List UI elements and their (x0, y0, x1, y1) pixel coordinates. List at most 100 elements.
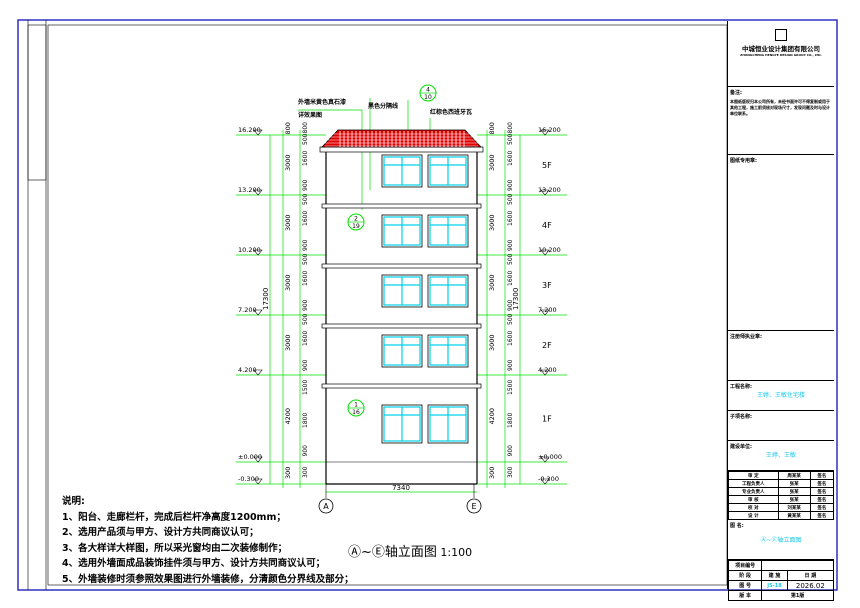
binding-strip-table (27, 24, 47, 181)
signature-cell: 签名 (809, 471, 835, 480)
inner-dimension-label: 900 (302, 179, 309, 191)
inner-dimension-label: 1600 (302, 331, 309, 346)
inner-dimension-label: 1600 (302, 151, 309, 166)
level-marker-icon (540, 456, 550, 463)
inner-dimension-label: 800 (302, 122, 309, 134)
subitem-section: 子项名称: (728, 411, 834, 441)
level-label-left: 4.200 (238, 366, 257, 374)
callout-sheet-no: 19 (352, 223, 360, 230)
cornice (319, 146, 484, 153)
inner-dimension-label: 1500 (302, 380, 309, 395)
outer-dimension-label: 800 (284, 122, 292, 134)
seal-section: 图纸专用章: (728, 155, 834, 331)
date-value: 2026.02 (786, 580, 835, 591)
inner-dimension-label: 500 (507, 193, 514, 205)
inner-dimension-label: 900 (302, 239, 309, 251)
level-marker-icon (253, 309, 263, 316)
company-logo-icon (775, 29, 787, 41)
signature-cell: 工程负责人 (728, 479, 779, 488)
inner-dimension-label: 500 (507, 133, 514, 145)
level-marker-icon (253, 369, 263, 376)
signature-cell: 黄某某 (777, 511, 811, 520)
inner-dimension-label: 1800 (507, 413, 514, 428)
signature-cell: 签名 (809, 511, 835, 520)
drawing-scale: 1:100 (440, 546, 473, 559)
inner-dimension-label: 900 (507, 445, 514, 457)
outer-dimension-label: 3000 (488, 154, 496, 171)
note-item: 2、选用产品须与甲方、设计方共同商议认可； (62, 527, 259, 538)
inner-dimension-label: 1600 (302, 211, 309, 226)
signature-row: 设 计黄某某签名 (728, 511, 835, 520)
signature-cell: 刘某某 (777, 503, 811, 512)
annotation-see-rendering: 详效果图 (298, 111, 322, 119)
level-marker-icon (540, 478, 550, 485)
inner-dimension-label: 900 (507, 239, 514, 251)
leader-line (298, 109, 363, 210)
notes-heading: 说明: (62, 496, 85, 507)
total-width-label: 7340 (392, 484, 410, 492)
inner-dimension-label: 500 (507, 313, 514, 325)
inner-dimension-label: 1600 (507, 331, 514, 346)
level-label-right: -0.300 (538, 475, 559, 483)
notes-block: 说明: 1、阳台、走廊栏杆，完成后栏杆净高度1200mm； 2、选用产品须与甲方… (62, 494, 354, 587)
dwgno-label: 图 号 (727, 580, 763, 591)
outer-dimension-label: 3000 (284, 214, 292, 231)
roof-tiles (321, 129, 482, 148)
level-marker-icon (253, 478, 263, 485)
level-label-right: 10.200 (538, 246, 561, 254)
signature-cell: 张某 (777, 495, 811, 504)
drawing-title-text: Ⓐ~Ⓔ轴立面图 (348, 545, 437, 560)
client-value: 王婷、王敏 (765, 452, 796, 459)
level-label-right: 16.200 (538, 126, 561, 134)
level-marker-icon (540, 189, 550, 196)
floor-band (321, 323, 482, 329)
drawing-title: Ⓐ~Ⓔ轴立面图 1:100 (348, 541, 472, 560)
inner-dimension-label: 1600 (507, 211, 514, 226)
note-item: 4、选用外墙面成品装饰挂件须与甲方、设计方共同商议认可； (62, 558, 326, 569)
outer-dimension-label: 3000 (488, 334, 496, 351)
project-section: 工程名称:王婷、王敏住宅楼 (728, 381, 834, 411)
reg-section: 注册师执业章: (728, 331, 834, 381)
drawing-name-value: Ⓐ~Ⓔ轴立面图 (760, 537, 802, 544)
axis-bubble-icon (318, 498, 334, 514)
outer-dimension-label: 3000 (488, 274, 496, 291)
signature-cell: 审 定 (728, 471, 779, 480)
level-label-right: 7.200 (538, 306, 557, 314)
inner-dimension-label: 900 (507, 299, 514, 311)
subitem-label: 子项名称: (730, 414, 752, 420)
inner-dimension-label: 900 (302, 359, 309, 371)
level-marker-icon (540, 309, 550, 316)
inner-dimension-label: 500 (507, 253, 514, 265)
level-marker-icon (253, 456, 263, 463)
axis-bubble-icon (466, 498, 482, 514)
outer-dimension-label: 3000 (284, 274, 292, 291)
annotation-wall-finish: 外墙米黄色真石漆 (297, 98, 346, 106)
signature-cell: 专业负责人 (728, 487, 779, 496)
inner-dimension-label: 300 (507, 466, 514, 478)
version-label: 版 本 (727, 590, 763, 601)
level-label-right: 4.200 (538, 366, 557, 374)
inner-dimension-label: 500 (302, 253, 309, 265)
company-section: 中城恒业设计集团有限公司 ZHONGCHENG HENGYE DESIGN GR… (728, 21, 834, 87)
signature-row: 校 对刘某某签名 (728, 503, 835, 512)
inner-dimension-label: 500 (302, 133, 309, 145)
level-marker-icon (540, 249, 550, 256)
total-height-label: 17300 (262, 288, 270, 310)
signature-cell: 签名 (809, 503, 835, 512)
inner-dimension-label: 900 (302, 445, 309, 457)
floor-label: 4F (542, 221, 552, 230)
outer-dimension-label: 300 (488, 467, 496, 479)
company-name: 中城恒业设计集团有限公司 (742, 45, 820, 53)
stage-label: 阶 段 (727, 570, 763, 581)
floor-label: 1F (542, 415, 552, 424)
dimension-lines (236, 98, 567, 498)
floor-label: 3F (542, 281, 552, 290)
drawing-name-section: 图 名:Ⓐ~Ⓔ轴立面图 (728, 520, 834, 560)
level-marker-icon (253, 249, 263, 256)
callout-sheet-no: 16 (352, 409, 360, 416)
callout-detail-no: 4 (426, 87, 430, 94)
inner-dimension-label: 900 (507, 359, 514, 371)
